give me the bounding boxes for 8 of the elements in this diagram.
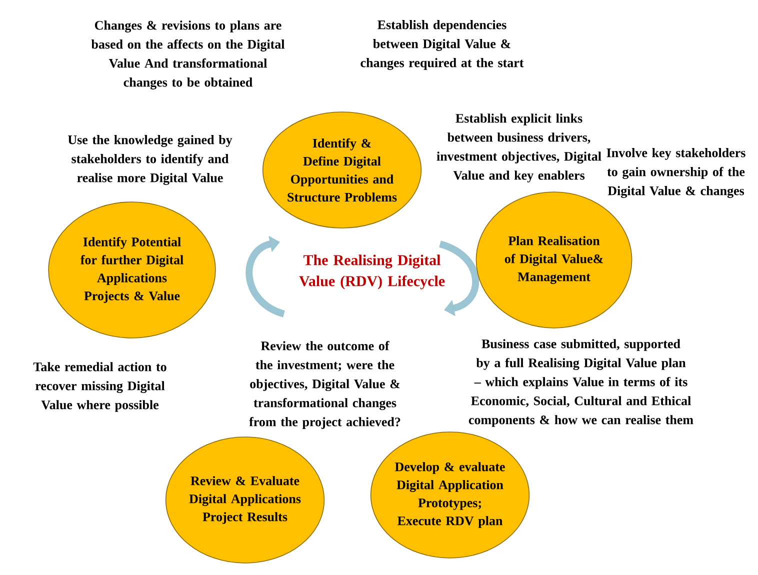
note-text: Changes & revisions to plans are based on the affects on the Digital Value And transformational changes to be obtained bbox=[91, 20, 285, 90]
diagram-title: The Realising Digital Value (RDV) Lifecycle bbox=[299, 254, 445, 290]
note-text: Take remedial action to recover missing Digital Value where possible bbox=[33, 362, 166, 412]
note-text: Business case submitted, supported by a full Realising Digital Value plan – which explains Value in terms of its Economic, Social, Cultural and Ethical components & how we can realise them bbox=[468, 339, 694, 427]
note-text: Use the knowledge gained by stakeholders to identify and realise more Digital Value bbox=[68, 135, 232, 185]
note-text: Review the outcome of the investment; were the objectives, Digital Value & transformational changes from the project achieved? bbox=[249, 341, 400, 429]
note-text: Establish explicit links between business drivers, investment objectives, Digital Value and key enablers bbox=[436, 114, 602, 182]
note-text: Establish dependencies between Digital Value & changes required at the start bbox=[360, 20, 524, 70]
